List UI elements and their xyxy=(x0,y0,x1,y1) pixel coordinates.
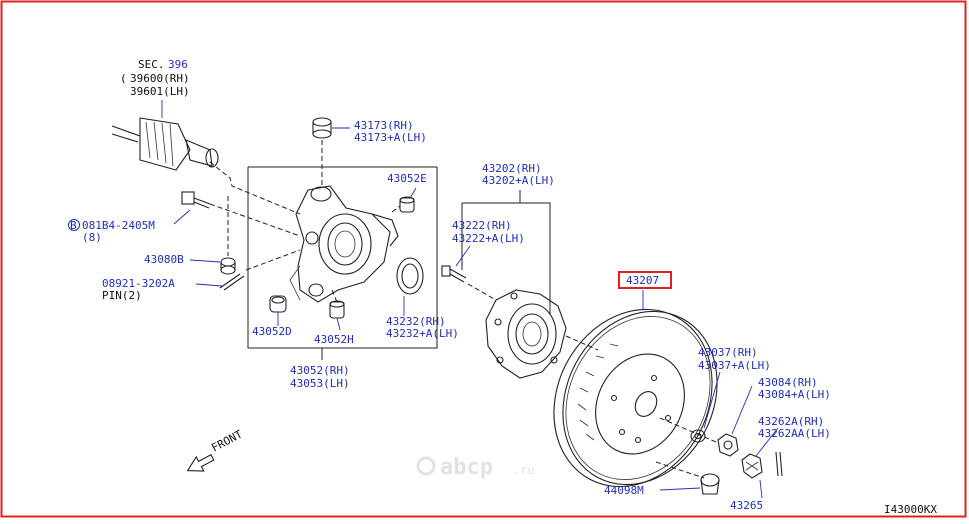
label-43173-lh[interactable]: 43173+A(LH) xyxy=(354,131,427,144)
leader-43080b xyxy=(189,259,221,263)
label-39601: 39601(LH) xyxy=(130,85,190,98)
brake-disc-icon xyxy=(553,308,718,488)
label-43222-lh[interactable]: 43222+A(LH) xyxy=(452,232,525,245)
label-front: FRONT xyxy=(209,427,245,454)
label-43207[interactable]: 43207 xyxy=(626,274,659,287)
bracket-43202 xyxy=(462,202,551,314)
leader-08921 xyxy=(195,283,223,287)
label-44098m[interactable]: 44098M xyxy=(604,484,644,497)
label-43173-rh[interactable]: 43173(RH) xyxy=(354,119,414,132)
label-43084-rh[interactable]: 43084(RH) xyxy=(758,376,818,389)
nut-43084-icon xyxy=(717,433,739,457)
watermark: abcp .ru xyxy=(416,455,535,480)
cotter-pin-icon xyxy=(775,451,783,477)
label-43052-rh[interactable]: 43052(RH) xyxy=(290,364,350,377)
watermark-brand: abcp xyxy=(440,455,493,480)
sec-bracket: ( xyxy=(120,72,127,85)
leader-43084 xyxy=(731,385,753,435)
hub-assembly-icon xyxy=(485,289,567,379)
dash-line-hub-disc xyxy=(565,335,599,351)
leader-43262 xyxy=(755,427,779,457)
drive-shaft-icon xyxy=(111,117,219,171)
label-08921[interactable]: 08921-3202A xyxy=(102,277,175,290)
dash-line-43052h xyxy=(331,289,338,303)
label-pin-qty: PIN(2) xyxy=(102,289,142,302)
cap-44098m-icon xyxy=(700,473,720,495)
watermark-suffix: .ru xyxy=(513,463,535,477)
leader-43037 xyxy=(703,371,721,429)
dash-line-shaft xyxy=(209,161,301,215)
label-43037-lh[interactable]: 43037+A(LH) xyxy=(698,359,771,372)
diagram-code: I43000KX xyxy=(884,503,937,516)
highlight-43207 xyxy=(618,271,672,289)
sec-number[interactable]: 396 xyxy=(168,58,188,71)
label-43262-rh[interactable]: 43262A(RH) xyxy=(758,415,824,428)
label-43080b[interactable]: 43080B xyxy=(144,253,184,266)
seal-43232-icon xyxy=(396,257,424,295)
bolt-081b4-icon xyxy=(181,191,211,209)
hub-bolt-43222-icon xyxy=(441,265,467,283)
label-43232-lh[interactable]: 43232+A(LH) xyxy=(386,327,459,340)
label-43053-lh[interactable]: 43053(LH) xyxy=(290,377,350,390)
label-39600: 39600(RH) xyxy=(130,72,190,85)
knuckle-group-box xyxy=(247,166,438,349)
leader-081b4 xyxy=(173,209,191,225)
label-43232-rh[interactable]: 43232(RH) xyxy=(386,315,446,328)
leader-43222 xyxy=(455,245,471,267)
label-081b4[interactable]: 081B4-2405M xyxy=(82,219,155,232)
leader-44098m xyxy=(659,487,701,491)
bushing-43052e-icon xyxy=(399,196,415,213)
label-43037-rh[interactable]: 43037(RH) xyxy=(698,346,758,359)
sec-prefix: SEC. xyxy=(138,58,165,71)
label-43202-rh[interactable]: 43202(RH) xyxy=(482,162,542,175)
watermark-logo-icon xyxy=(416,456,436,476)
dash-line-pin xyxy=(245,249,301,271)
pin-08921-icon xyxy=(219,273,245,291)
dash-line-disc-nut xyxy=(659,417,717,443)
dash-line-43052e xyxy=(391,205,401,213)
bolt-circle-marker xyxy=(68,219,80,231)
label-43202-lh[interactable]: 43202+A(LH) xyxy=(482,174,555,187)
leader-43265 xyxy=(759,479,763,499)
dash-line-cap xyxy=(655,461,705,479)
label-43262-lh[interactable]: 43262AA(LH) xyxy=(758,427,831,440)
label-43222-rh[interactable]: 43222(RH) xyxy=(452,219,512,232)
bolt-circle-letter: B xyxy=(70,219,77,232)
label-43052e[interactable]: 43052E xyxy=(387,172,427,185)
leader-43052e xyxy=(409,187,417,199)
knuckle-icon xyxy=(289,185,399,303)
lock-nut-43262-icon xyxy=(741,453,763,479)
bushing-43052h-icon xyxy=(329,300,345,319)
bushing-43173-icon xyxy=(312,117,332,139)
label-43084-lh[interactable]: 43084+A(LH) xyxy=(758,388,831,401)
label-081b4-qty: (8) xyxy=(82,231,102,244)
leader-43052h xyxy=(336,317,341,331)
nut-43080b-icon xyxy=(220,257,236,275)
label-43265[interactable]: 43265 xyxy=(730,499,763,512)
dash-line-hub-bolt xyxy=(467,283,497,301)
bushing-43052d-icon xyxy=(269,295,287,313)
label-43052d[interactable]: 43052D xyxy=(252,325,292,338)
front-arrow-icon xyxy=(186,454,215,472)
label-43052h[interactable]: 43052H xyxy=(314,333,354,346)
